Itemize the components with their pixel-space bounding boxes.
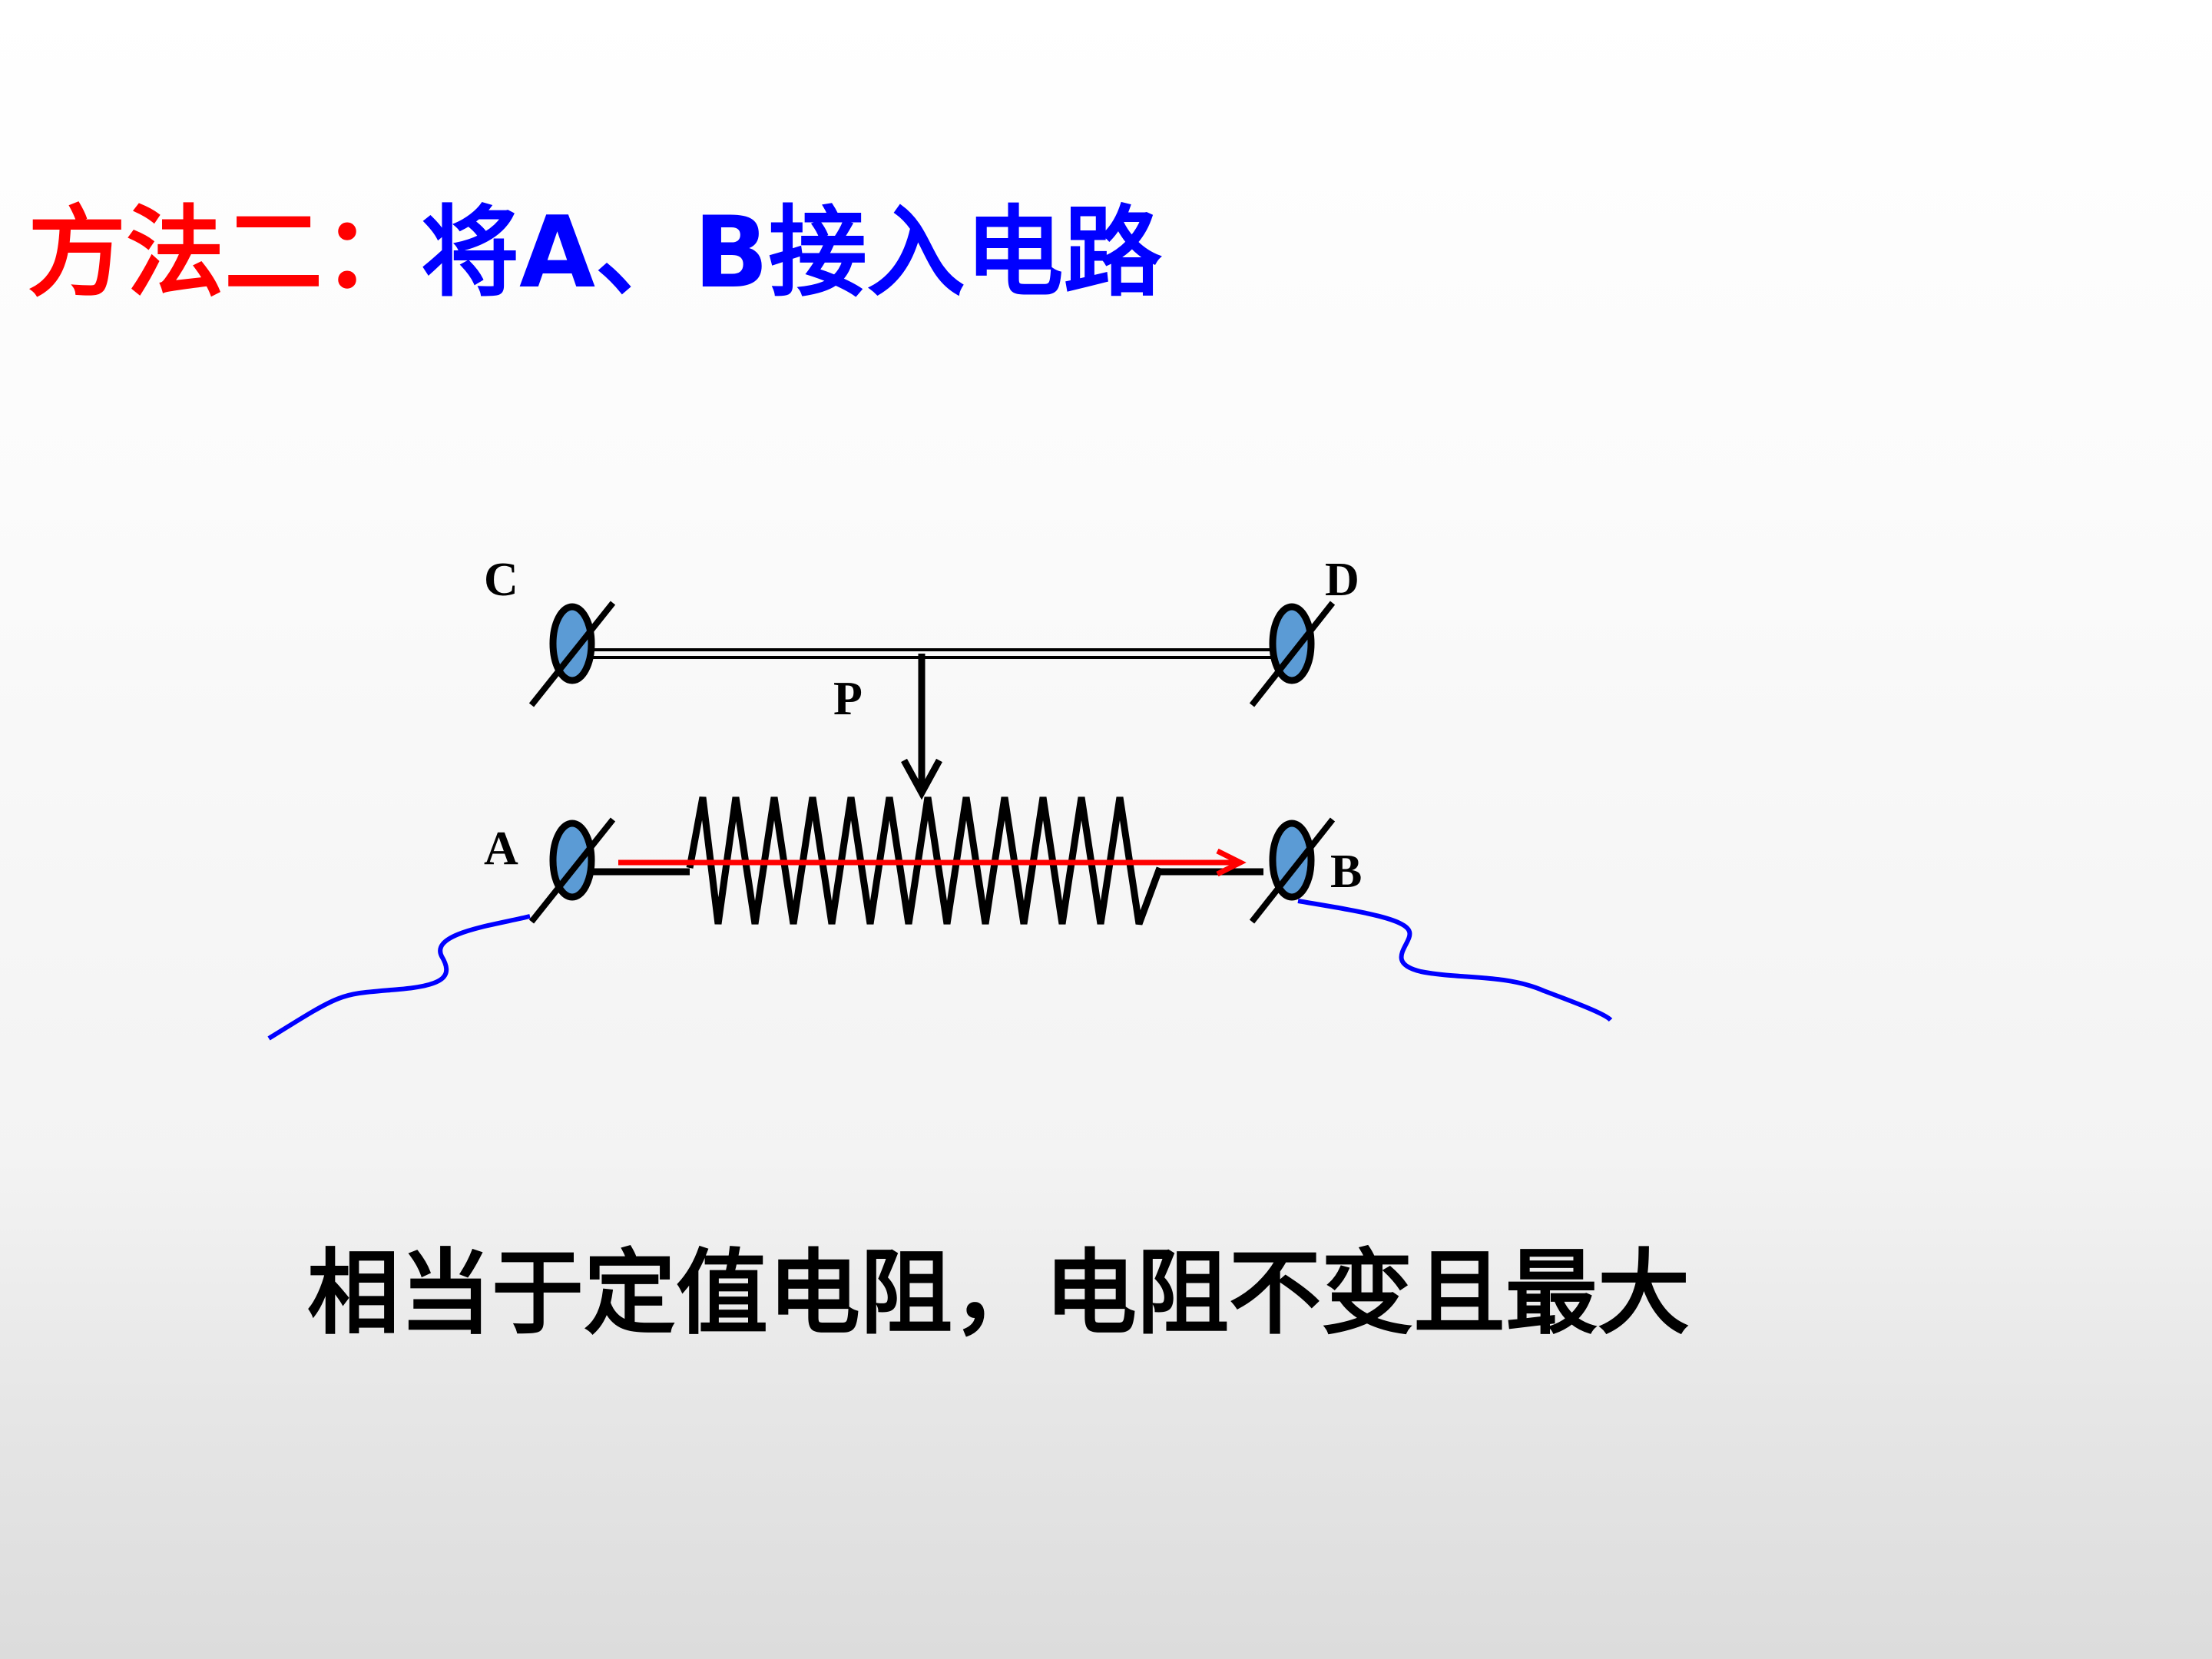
current-arrow-head [1216,848,1247,877]
title-method-text: 将A、B接入电路 [421,196,1162,310]
terminal-d [1249,601,1336,707]
label-c: C [484,554,518,606]
slider-arrow-head [901,758,942,800]
terminal-b [1249,817,1336,924]
external-wire-left [267,914,531,1041]
conclusion-text: 相当于定值电阻，电阻不变且最大 [307,1240,1690,1347]
label-a: A [484,823,518,875]
label-d: D [1325,554,1359,606]
label-p: P [833,673,863,725]
title-method-label: 方法二： [28,196,422,310]
terminal-a [528,817,616,924]
external-wire-right [1297,899,1613,1022]
terminal-c [528,601,616,707]
label-b: B [1330,846,1362,898]
slide-title: 方法二：将A、B接入电路 [28,192,1162,315]
